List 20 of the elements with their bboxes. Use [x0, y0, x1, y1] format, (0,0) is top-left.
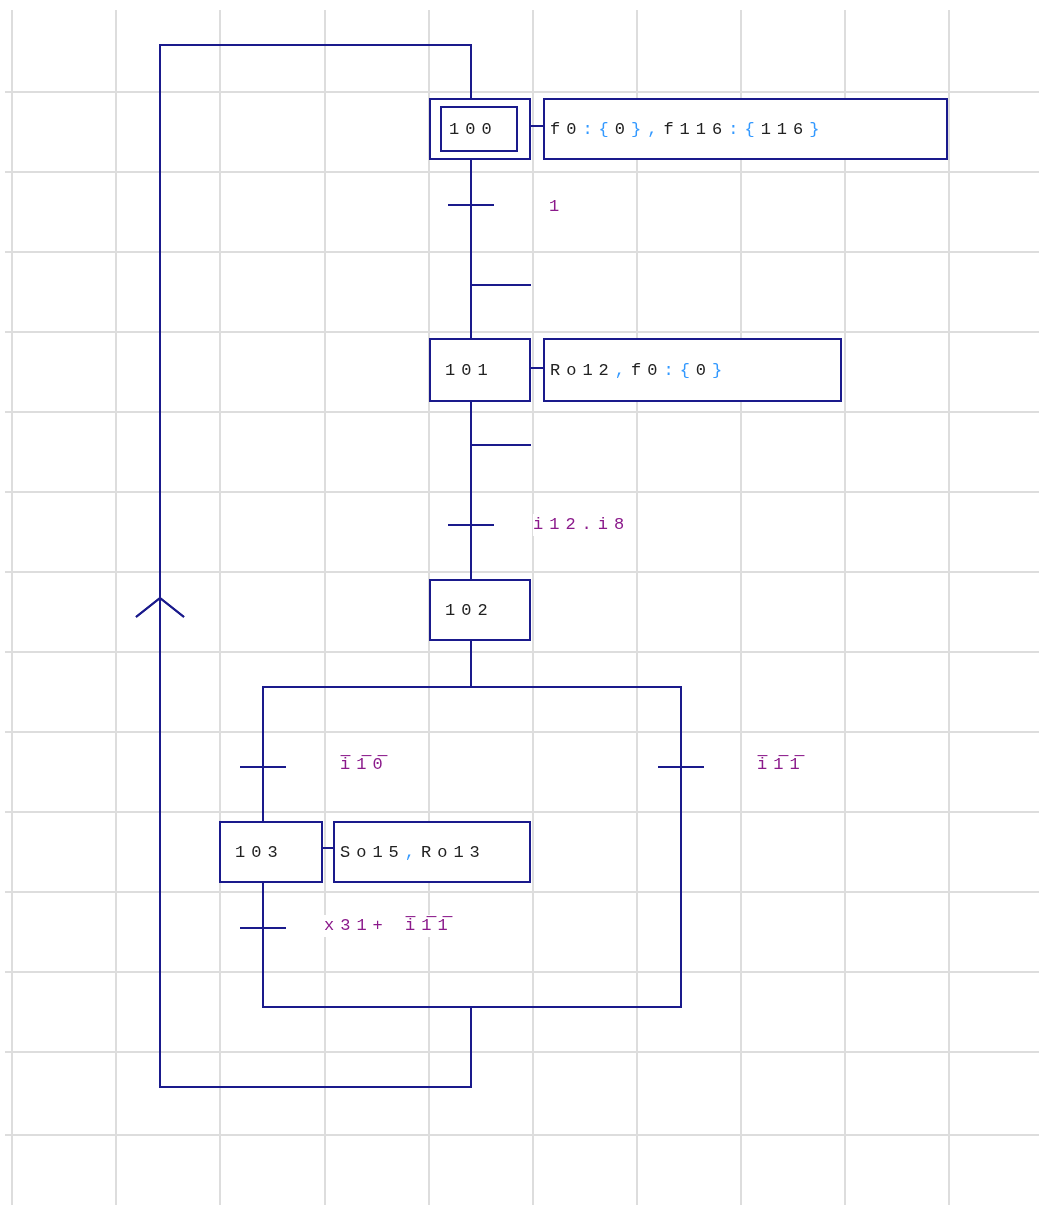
action-box: [543, 98, 948, 160]
connector-line: [470, 159, 472, 339]
action-text: So15,Ro13: [340, 842, 486, 862]
step-box: [429, 338, 531, 402]
transition-condition: x31+ i̅1̅1̅: [324, 915, 454, 937]
step-number: 103: [235, 842, 284, 862]
connector-line: [470, 401, 472, 580]
action-link: [530, 367, 544, 369]
action-box: [543, 338, 842, 402]
step-number: 101: [445, 360, 494, 380]
action-link: [530, 125, 544, 127]
step-box: [219, 821, 323, 883]
step-number: 102: [445, 600, 494, 620]
step-number: 100: [449, 119, 498, 139]
step-box: [429, 579, 531, 641]
connector-line: [135, 44, 682, 1088]
action-link: [322, 847, 334, 849]
action-text: Ro12,f0:{0}: [550, 360, 729, 380]
initial-step-box: [429, 98, 531, 160]
action-box: [333, 821, 531, 883]
